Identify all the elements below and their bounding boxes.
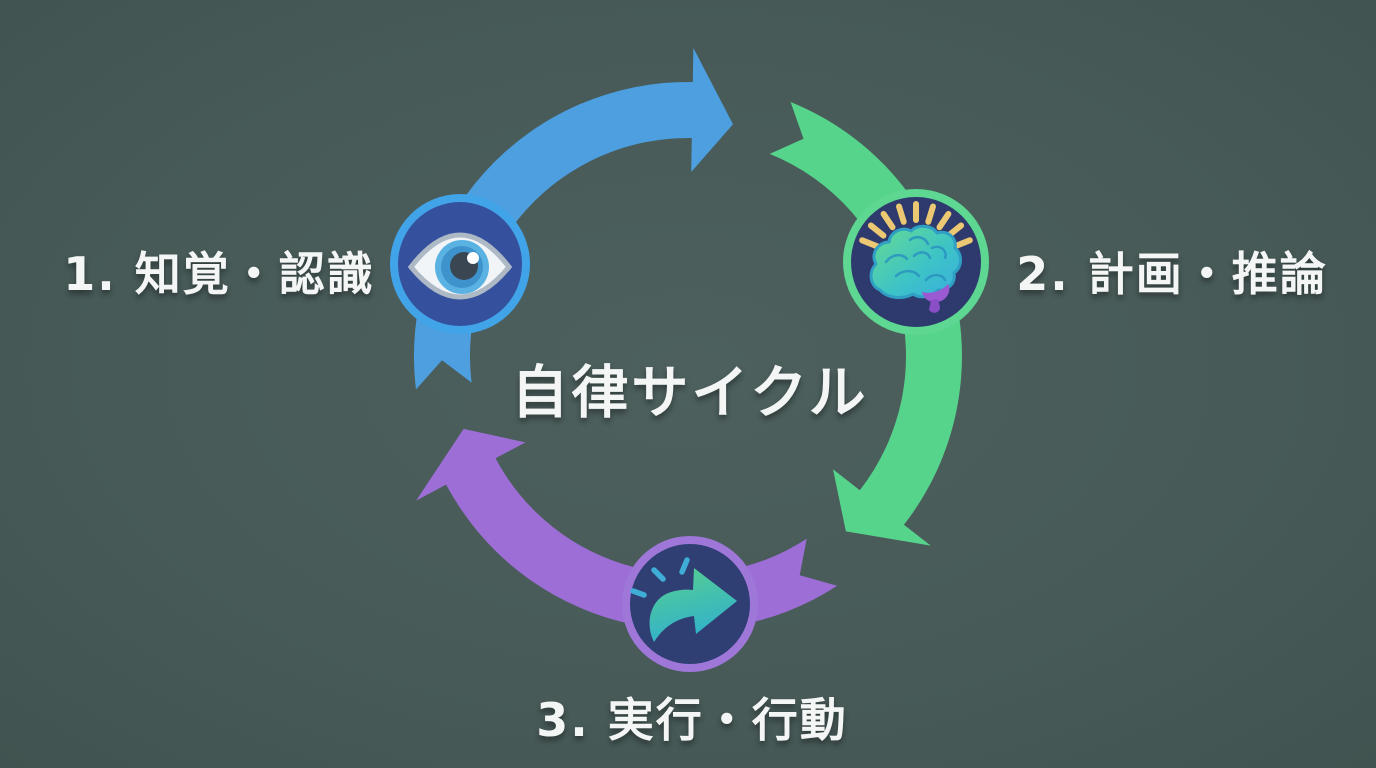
brain-ray <box>880 210 896 231</box>
brain-ray <box>896 203 907 225</box>
brain-ray <box>951 237 973 250</box>
arc-arrow-perception <box>413 48 733 390</box>
step-label-action: 3. 実行・行動 <box>536 693 848 747</box>
eye-icon <box>390 194 530 334</box>
action-spark-lines <box>630 557 690 598</box>
step-label-planning: 2. 計画・推論 <box>1016 247 1328 301</box>
brain-folds <box>884 235 947 282</box>
brain-ray <box>936 210 952 231</box>
brain-ray <box>925 203 936 225</box>
brain-icon <box>843 189 989 335</box>
cycle-title: 自律サイクル <box>511 360 869 426</box>
action-arrow-icon <box>622 536 758 672</box>
brain-ray <box>867 222 887 239</box>
brain-ray <box>859 237 881 250</box>
step-label-perception: 1. 知覚・認識 <box>63 247 375 301</box>
